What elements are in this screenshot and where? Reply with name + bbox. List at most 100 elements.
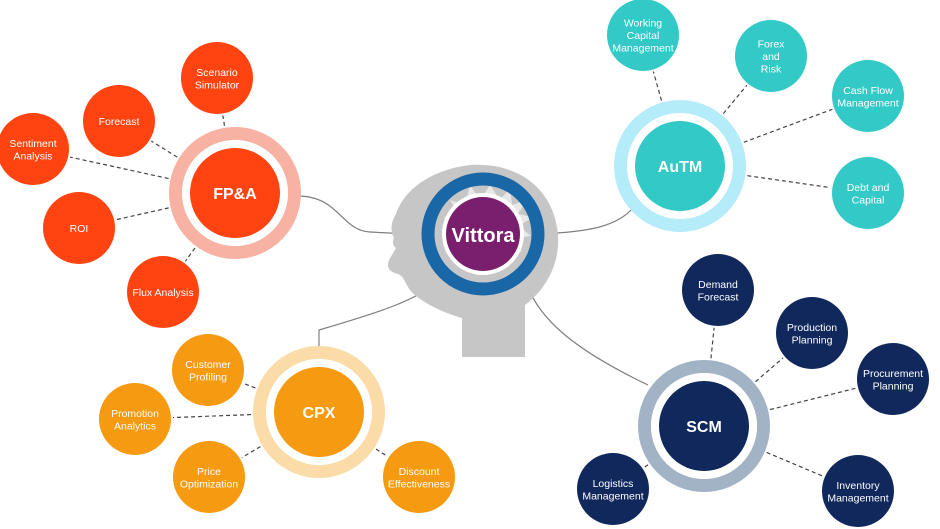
leaf-label-line: Profiling bbox=[189, 371, 227, 383]
leaf-label-line: Scenario bbox=[196, 67, 238, 79]
leaf-label-line: Forecast bbox=[99, 116, 140, 128]
leaf-circle bbox=[181, 42, 253, 114]
leaf-label-line: Cash Flow bbox=[843, 85, 893, 97]
leaf-label-line: Capital bbox=[627, 30, 660, 42]
link-fpa-leaf-1 bbox=[150, 140, 178, 158]
leaf-fpa-forecast[interactable]: Forecast bbox=[83, 85, 155, 157]
hub-core-autm[interactable] bbox=[635, 121, 725, 211]
leaf-label: ROI bbox=[70, 223, 89, 235]
leaf-label-line: Management bbox=[837, 97, 898, 109]
link-fpa-leaf-2 bbox=[70, 156, 169, 180]
leaf-circle bbox=[173, 441, 245, 513]
link-cpx-leaf-1 bbox=[172, 413, 252, 419]
connectors-layer bbox=[70, 71, 857, 477]
leaf-label-line: Optimization bbox=[180, 478, 239, 490]
leaf-label-line: Management bbox=[612, 43, 673, 55]
leaf-label-line: Promotion bbox=[111, 408, 159, 420]
leaf-circle bbox=[99, 383, 171, 455]
leaf-label: Forecast bbox=[99, 116, 140, 128]
leaf-label-line: Planning bbox=[792, 334, 833, 346]
leaf-circle bbox=[383, 441, 455, 513]
link-cpx-leaf-0 bbox=[243, 382, 256, 389]
hub-ring-autm bbox=[614, 100, 746, 232]
leaf-circle bbox=[172, 334, 244, 406]
leaf-circle bbox=[682, 254, 754, 326]
link-fpa-leaf-3 bbox=[115, 207, 169, 221]
link-fpa-leaf-0 bbox=[222, 115, 226, 126]
leaf-circle bbox=[832, 157, 904, 229]
leaf-label-line: Inventory bbox=[836, 480, 880, 492]
leaf-label-line: Forex bbox=[758, 39, 786, 51]
hub-core-fpa[interactable] bbox=[190, 148, 280, 238]
leaf-circle bbox=[43, 192, 115, 264]
leaf-label-line: Discount bbox=[399, 466, 440, 478]
leaf-label: Flux Analysis bbox=[132, 287, 193, 299]
leaf-label-line: ROI bbox=[70, 223, 89, 235]
link-center-scm bbox=[526, 284, 649, 386]
leaf-label-line: Simulator bbox=[195, 79, 240, 91]
link-autm-leaf-1 bbox=[722, 84, 748, 114]
leaf-circle bbox=[127, 256, 199, 328]
leaf-label-line: Debt and bbox=[847, 182, 890, 194]
leaf-circle bbox=[577, 453, 649, 525]
hub-core-cpx[interactable] bbox=[274, 367, 364, 457]
leaf-label-line: Management bbox=[827, 492, 888, 504]
hub-ring-cpx bbox=[253, 346, 385, 478]
leaf-label-line: Analytics bbox=[114, 420, 156, 432]
center-core bbox=[446, 197, 520, 271]
center-node-vittora[interactable]: Vittora bbox=[421, 172, 545, 296]
hub-core-scm[interactable] bbox=[659, 381, 749, 471]
leaf-label-line: Procurement bbox=[863, 368, 923, 380]
hub-ring-scm bbox=[638, 360, 770, 492]
hub-label-fpa: FP&A bbox=[213, 186, 257, 203]
leaf-circle bbox=[822, 455, 894, 527]
leaf-label-line: Logistics bbox=[593, 478, 634, 490]
leaf-label-line: Sentiment bbox=[9, 138, 56, 150]
leaf-label-line: Demand bbox=[698, 279, 738, 291]
hub-label-autm: AuTM bbox=[658, 159, 702, 176]
leaf-circle bbox=[0, 113, 69, 185]
hub-label-cpx: CPX bbox=[303, 405, 336, 422]
leaf-fpa-flux-analysis[interactable]: Flux Analysis bbox=[127, 256, 199, 328]
leaf-label-line: Management bbox=[582, 490, 643, 502]
leaf-circle bbox=[832, 60, 904, 132]
leaf-label-line: Customer bbox=[185, 359, 231, 371]
link-scm-leaf-4 bbox=[643, 464, 649, 468]
leaf-label-line: Risk bbox=[761, 64, 782, 76]
link-scm-leaf-0 bbox=[710, 327, 715, 359]
leaf-circle bbox=[735, 20, 807, 92]
leaf-circle bbox=[857, 343, 929, 415]
leaf-label-line: Price bbox=[197, 466, 221, 478]
leaf-fpa-roi[interactable]: ROI bbox=[43, 192, 115, 264]
center-outer-ring bbox=[421, 172, 545, 296]
